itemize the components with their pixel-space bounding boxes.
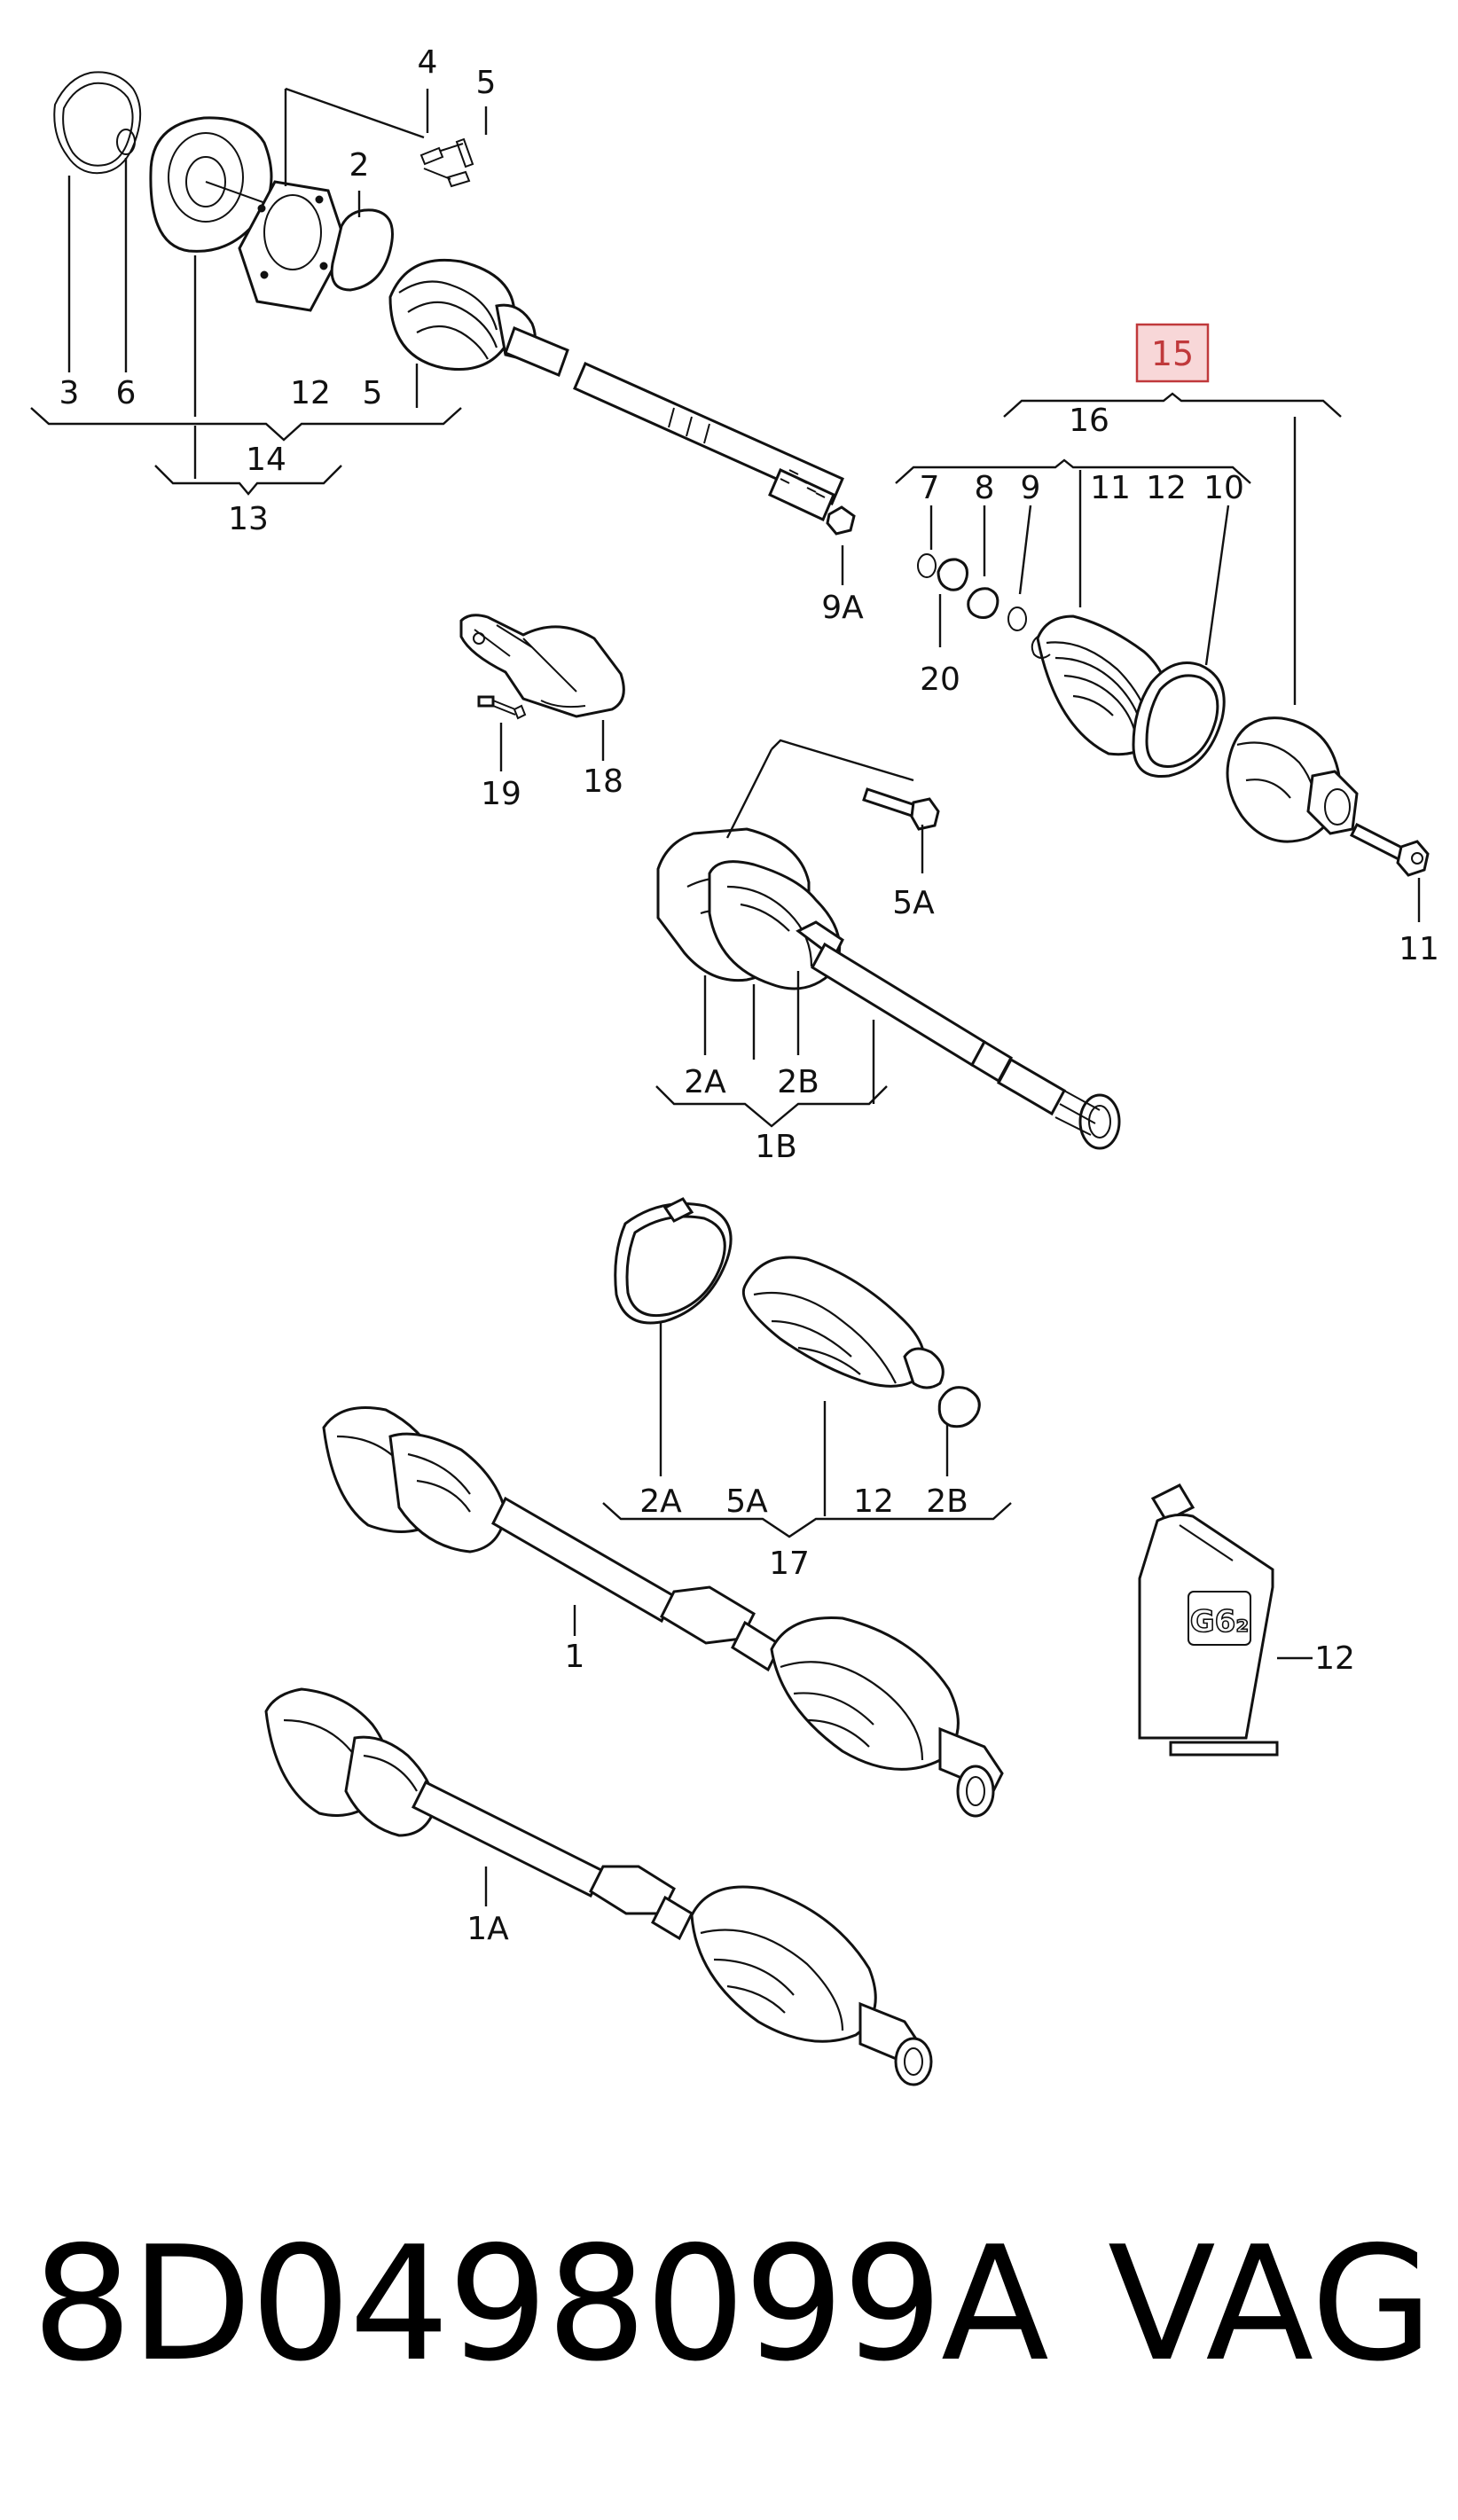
bolt-pair (419, 137, 474, 188)
circlip (1007, 607, 1027, 631)
label-12-kit15: 12 (1146, 470, 1187, 506)
drive-shaft-short (504, 326, 844, 522)
label-13: 13 (228, 501, 269, 537)
label-1a: 1A (466, 1911, 509, 1947)
thrust-washer (967, 587, 999, 619)
label-7: 7 (920, 470, 940, 506)
bearing-housing (149, 116, 294, 253)
label-2b-kit: 2B (926, 1483, 968, 1520)
label-4: 4 (418, 44, 438, 81)
label-5: 5 (476, 65, 497, 101)
small-clamp (937, 1386, 981, 1428)
label-18: 18 (583, 763, 623, 800)
part-labels: 4 5 2 3 6 12 5 14 13 9A 15 16 7 8 9 11 1… (59, 44, 1439, 1947)
label-9: 9 (1021, 470, 1041, 506)
label-11-kit: 11 (1090, 470, 1131, 506)
spacer-ring (937, 558, 968, 591)
boot-clamp (1132, 661, 1226, 779)
label-2a-kit: 2A (639, 1483, 682, 1520)
part-number: 8D0498099A (32, 2212, 1049, 2396)
lock-washer (826, 505, 856, 536)
label-2b-top: 2B (777, 1064, 819, 1100)
heat-shield (459, 614, 625, 718)
label-10: 10 (1203, 470, 1244, 506)
o-ring (116, 129, 136, 155)
label-5a-bolt: 5A (892, 885, 935, 921)
repair-kit-15 (895, 323, 1430, 922)
label-12-top: 12 (290, 375, 331, 411)
label-16: 16 (1069, 403, 1109, 439)
boot (741, 1256, 945, 1389)
label-1b: 1B (755, 1129, 797, 1165)
outer-cv-joint (1226, 716, 1359, 843)
label-3: 3 (59, 375, 80, 411)
label-6: 6 (116, 375, 137, 411)
boot-kit-17 (614, 1197, 981, 1428)
label-9a: 9A (821, 590, 864, 626)
label-17: 17 (769, 1546, 810, 1582)
leader-lines-1b (655, 739, 924, 1128)
hex-bolt (1349, 822, 1430, 877)
label-15: 15 (1151, 334, 1194, 373)
drive-shaft-1a (264, 1687, 933, 2086)
highlight-box (1135, 323, 1210, 383)
label-5-bracket: 5 (363, 375, 383, 411)
gasket-ring (53, 71, 142, 175)
label-1: 1 (565, 1639, 585, 1675)
clamp-ring (330, 208, 394, 292)
drive-shaft-1 (322, 1406, 1004, 1818)
label-14: 14 (246, 442, 286, 478)
tube-label: G6₂ (1190, 1604, 1249, 1640)
label-2: 2 (349, 147, 370, 184)
footer: 8D0498099A VAG (32, 2226, 1433, 2403)
leader-lines-top-left (30, 87, 844, 585)
grease-tube (1138, 1483, 1279, 1757)
label-12-tube: 12 (1314, 1640, 1355, 1677)
label-12-kit17: 12 (853, 1483, 894, 1520)
inner-joint-assembly (53, 71, 856, 536)
brand-name: VAG (1108, 2212, 1433, 2396)
label-20: 20 (920, 661, 960, 698)
drive-shaft-1b (656, 787, 1121, 1150)
label-11-bolt: 11 (1399, 931, 1439, 967)
large-clamp (614, 1202, 733, 1325)
shield-bolt (477, 695, 527, 720)
leader-lines-17 (602, 1321, 1012, 1538)
label-19: 19 (481, 776, 521, 812)
label-2a-top: 2A (684, 1064, 726, 1100)
retaining-ring (917, 553, 937, 578)
label-5a-kit: 5A (725, 1483, 768, 1520)
label-8: 8 (975, 470, 995, 506)
